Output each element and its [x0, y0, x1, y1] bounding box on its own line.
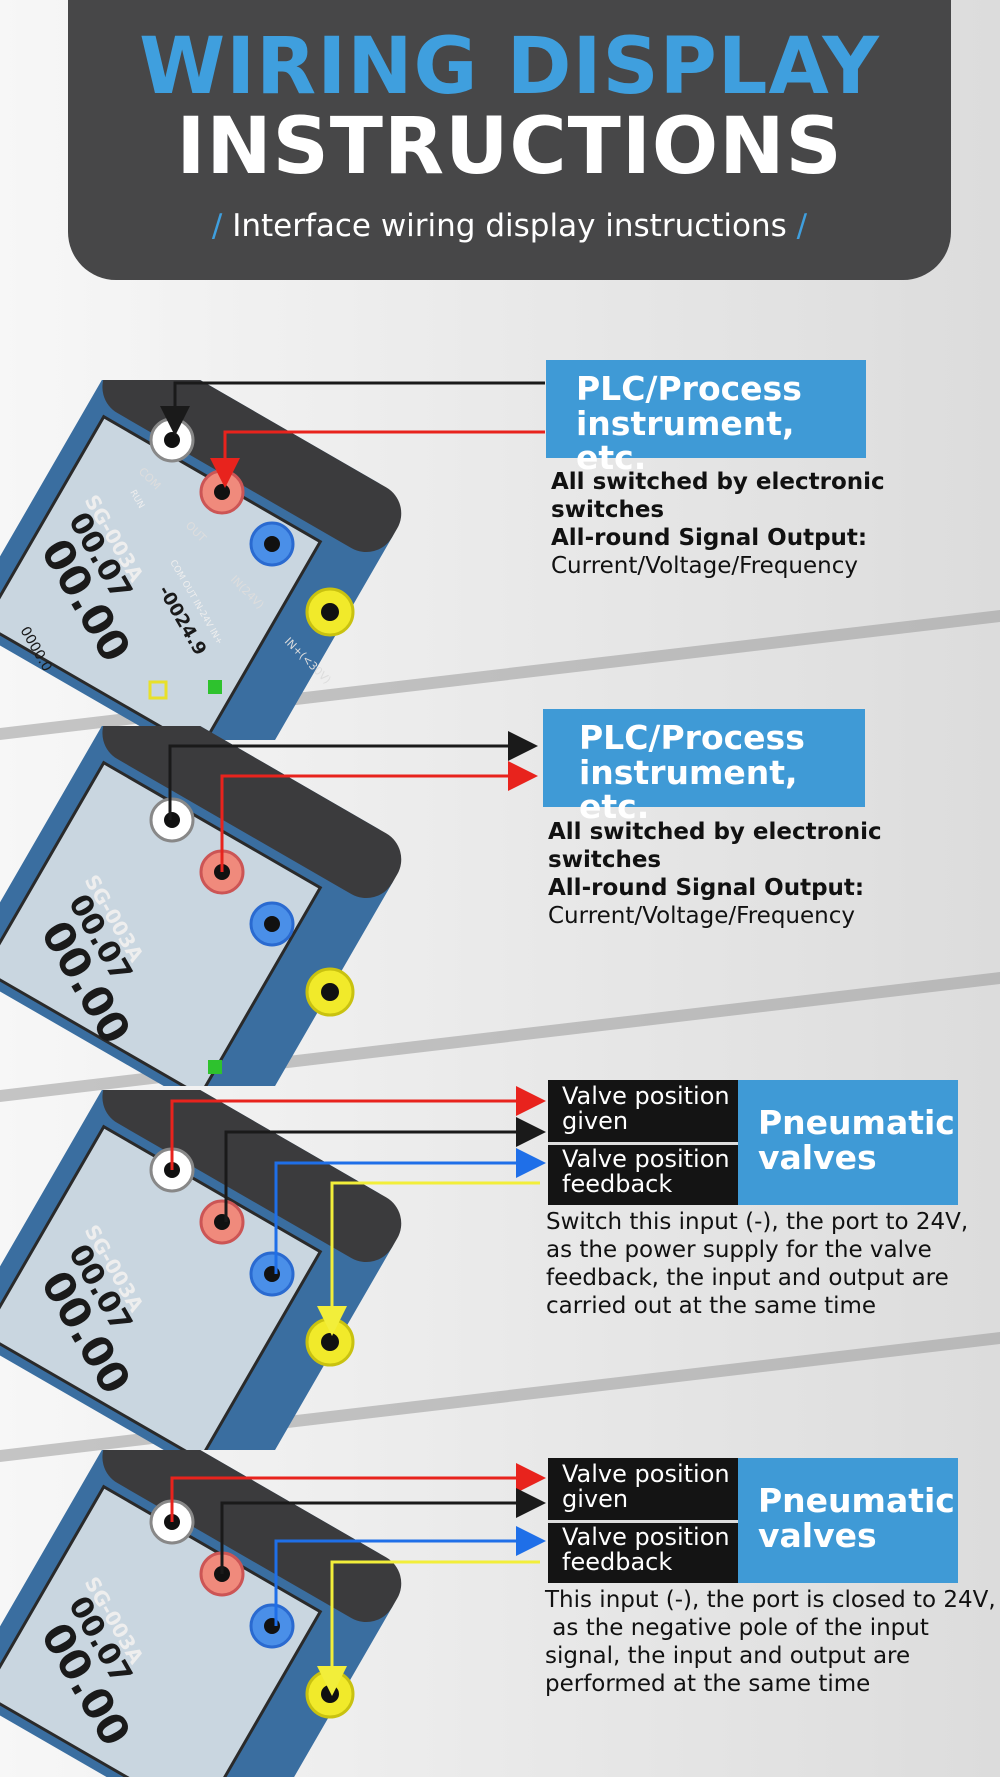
- description-2-bold1: All switched by electronic switches: [548, 819, 882, 874]
- wire-out-2: [220, 761, 538, 872]
- description-4-line4: performed at the same time: [545, 1671, 871, 1698]
- signal-divider-4: [548, 1520, 738, 1523]
- signal-cell-given-4-line2: given: [562, 1485, 629, 1514]
- description-3-line2: as the power supply for the valve: [546, 1237, 932, 1264]
- target-box-4: Pneumatic valves: [738, 1458, 958, 1583]
- target-box-2-line1: PLC/Process: [579, 718, 805, 757]
- signal-cell-feedback-3-line1: Valve position: [562, 1145, 730, 1173]
- wire-in-plus-3: [317, 1181, 540, 1336]
- description-3-line4: carried out at the same time: [546, 1293, 877, 1320]
- wire-com-4: [170, 1463, 546, 1522]
- subtitle-slash-right: /: [796, 208, 808, 244]
- description-2-bold2: All-round Signal Output:: [548, 875, 865, 902]
- signal-cell-given-3: Valve position given: [548, 1082, 738, 1142]
- target-box-1: PLC/Process instrument, etc.: [546, 360, 866, 475]
- target-box-3: Pneumatic valves: [738, 1080, 958, 1205]
- description-1-bold1: All switched by electronic switches: [551, 469, 885, 524]
- target-box-3-line1: Pneumatic: [758, 1103, 955, 1142]
- subtitle-text: Interface wiring display instructions: [232, 208, 787, 244]
- signal-cell-feedback-3-line2: feedback: [562, 1170, 673, 1199]
- wire-out-3: [224, 1117, 546, 1222]
- subtitle-slash-left: /: [211, 208, 223, 244]
- description-2-normal: Current/Voltage/Frequency: [548, 903, 855, 930]
- signal-stack-4: Valve position given Valve position feed…: [548, 1458, 738, 1583]
- cursor-marker: [148, 680, 168, 700]
- description-4-line3: signal, the input and output are: [545, 1643, 911, 1670]
- wire-out-4: [220, 1488, 546, 1574]
- signal-divider-3: [548, 1142, 738, 1145]
- wire-com-3: [170, 1086, 546, 1170]
- header-banner: WIRING DISPLAY INSTRUCTIONS / Interface …: [68, 0, 951, 280]
- device-illustration-1: COM OUT IN(24V) IN+(<30V) SG-003A RUN 00…: [0, 380, 402, 740]
- signal-cell-feedback-4-line2: feedback: [562, 1548, 673, 1577]
- wire-com-1: [160, 381, 545, 436]
- signal-cell-feedback-4: Valve position feedback: [548, 1523, 738, 1583]
- signal-stack-3: Valve position given Valve position feed…: [548, 1080, 738, 1205]
- signal-cell-given-3-line2: given: [562, 1107, 629, 1136]
- target-box-4-line1: Pneumatic: [758, 1481, 955, 1520]
- description-4-line1: This input (-), the port is closed to 24…: [545, 1587, 996, 1613]
- description-4-line2: as the negative pole of the input: [545, 1615, 929, 1642]
- signal-cell-feedback-4-line1: Valve position: [562, 1523, 730, 1551]
- wire-in24-4: [274, 1526, 546, 1626]
- target-box-1-line1: PLC/Process: [576, 369, 802, 408]
- target-box-1-line2: instrument, etc.: [576, 403, 795, 478]
- title-line-1: WIRING DISPLAY: [139, 22, 880, 112]
- signal-cell-feedback-3: Valve position feedback: [548, 1145, 738, 1205]
- description-3-line1: Switch this input (-), the port to 24V,: [546, 1209, 969, 1235]
- status-led: [208, 680, 222, 694]
- status-led: [208, 1060, 222, 1074]
- description-1-normal: Current/Voltage/Frequency: [551, 553, 858, 580]
- wire-out-1: [210, 430, 545, 488]
- target-box-2-line2: instrument, etc.: [579, 752, 798, 827]
- description-2: All switched by electronic switches All-…: [548, 818, 1000, 930]
- description-3-line3: feedback, the input and output are: [546, 1265, 949, 1292]
- description-1-bold2: All-round Signal Output:: [551, 525, 868, 552]
- device-illustration-3: SG-003A 00.07 00.00: [0, 1090, 402, 1450]
- target-box-2: PLC/Process instrument, etc.: [543, 709, 865, 824]
- target-box-3-line2: valves: [758, 1137, 877, 1177]
- title-line-2: INSTRUCTIONS: [176, 102, 843, 192]
- device-illustration-4: SG-003A 00.07 00.00: [0, 1450, 402, 1777]
- target-box-4-line2: valves: [758, 1515, 877, 1555]
- signal-cell-given-4: Valve position given: [548, 1460, 738, 1520]
- device-illustration-2: SG-003A 00.07 00.00: [0, 726, 402, 1086]
- description-3: Switch this input (-), the port to 24V, …: [546, 1208, 968, 1320]
- wire-in24-3: [274, 1148, 546, 1274]
- subtitle: / Interface wiring display instructions …: [68, 208, 951, 244]
- signal-cell-given-4-line1: Valve position: [562, 1460, 730, 1488]
- signal-cell-given-3-line1: Valve position: [562, 1082, 730, 1110]
- description-4: This input (-), the port is closed to 24…: [545, 1586, 996, 1698]
- wire-in-plus-4: [317, 1560, 540, 1696]
- wire-com-2: [168, 731, 538, 820]
- description-1: All switched by electronic switches All-…: [551, 468, 1000, 580]
